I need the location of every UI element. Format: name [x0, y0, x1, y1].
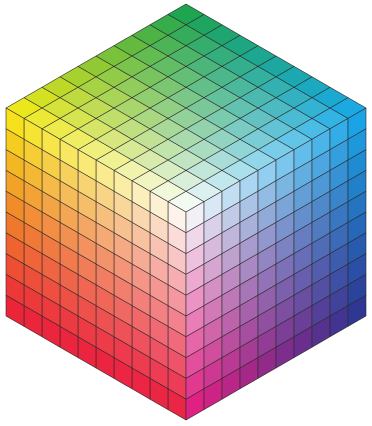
cube-faces: [6, 4, 366, 420]
